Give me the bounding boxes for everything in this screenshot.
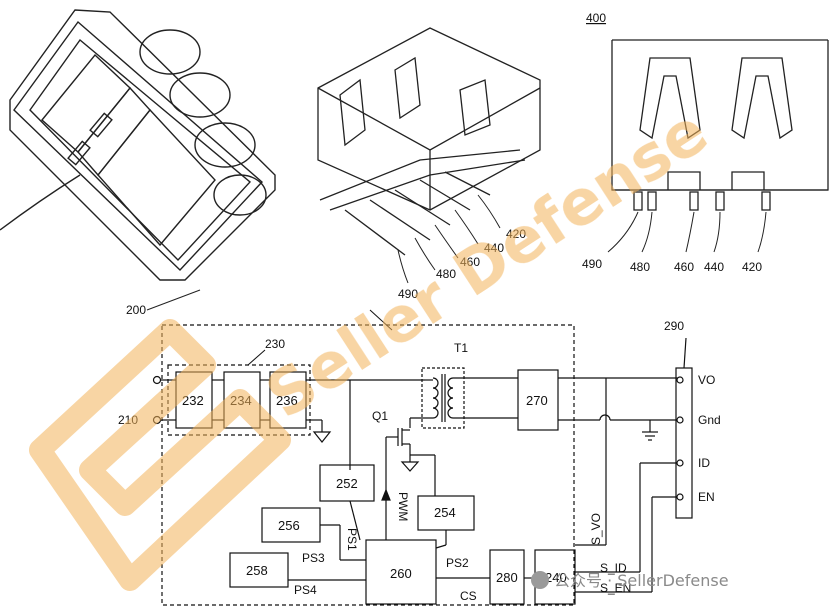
signal-s-en: S_EN: [600, 581, 631, 595]
signal-ps2: PS2: [446, 556, 469, 570]
switch-label: Q1: [372, 409, 388, 423]
figure-400-leaders: [607, 211, 767, 253]
label-270: 270: [526, 393, 548, 408]
transformer-T1: [421, 367, 465, 429]
connector-ref-290: 290: [664, 319, 684, 333]
boundary-200: [161, 324, 575, 606]
block-258: [229, 552, 289, 588]
watermark: Seller Defense: [29, 94, 720, 591]
label-254: 254: [434, 505, 456, 520]
label-258: 258: [246, 563, 268, 578]
transformer-label: T1: [454, 341, 468, 355]
block-270: [517, 369, 559, 431]
iso-ref-480: 480: [436, 267, 456, 281]
figure-200-leader: [146, 289, 201, 311]
figure-400-ref: 400: [586, 11, 606, 25]
iso-ref-440: 440: [484, 241, 504, 255]
front-ref-420: 420: [742, 260, 762, 274]
wechat-icon: [531, 571, 549, 589]
signal-ps1: PS1: [345, 528, 359, 551]
figure-400-front-view: [611, 39, 829, 211]
signal-s-id: S_ID: [600, 561, 627, 575]
iso-ref-490: 490: [398, 287, 418, 301]
label-232: 232: [182, 393, 204, 408]
signal-ps3: PS3: [302, 551, 325, 565]
watermark-caption-text: 公众号 · SellerDefense: [554, 571, 729, 590]
label-240: 240: [545, 570, 567, 585]
iso-ref-420: 420: [506, 227, 526, 241]
block-236: [269, 371, 307, 429]
usb-connector-isometric: [317, 27, 541, 256]
figure-200-enclosure: [0, 9, 276, 281]
front-ref-460: 460: [674, 260, 694, 274]
label-256: 256: [278, 518, 300, 533]
label-260: 260: [390, 566, 412, 581]
watermark-text: Seller Defense: [253, 94, 720, 432]
signal-cs: CS: [460, 589, 477, 603]
front-ref-480: 480: [630, 260, 650, 274]
iso-ref-460: 460: [460, 255, 480, 269]
signal-pwm: PWM: [396, 492, 410, 521]
group-ref-230: 230: [265, 337, 285, 351]
pin-en: EN: [698, 490, 715, 504]
front-ref-490: 490: [582, 257, 602, 271]
watermark-logo: [29, 319, 291, 591]
signal-s-vo: S_VO: [589, 513, 603, 545]
label-280: 280: [496, 570, 518, 585]
block-260: [365, 539, 437, 605]
pin-gnd: Gnd: [698, 413, 721, 427]
isometric-leaders: [397, 194, 501, 284]
block-252: [319, 464, 375, 502]
label-252: 252: [336, 476, 358, 491]
label-236: 236: [276, 393, 298, 408]
block-280: [489, 549, 525, 605]
pin-id: ID: [698, 456, 710, 470]
front-ref-440: 440: [704, 260, 724, 274]
pin-vo: VO: [698, 373, 715, 387]
figure-200-ref: 200: [126, 303, 146, 317]
signal-ps4: PS4: [294, 583, 317, 597]
watermark-caption: 公众号 · SellerDefense: [531, 571, 729, 590]
